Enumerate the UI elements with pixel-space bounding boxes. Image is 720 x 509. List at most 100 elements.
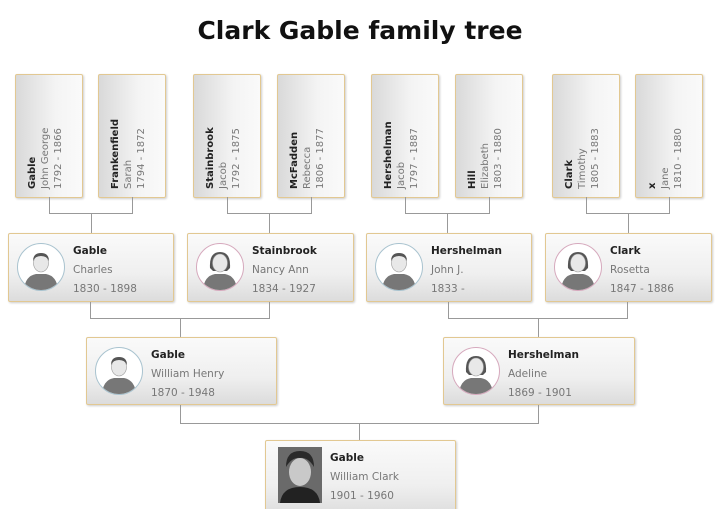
surname-label: Stainbrook [205, 127, 216, 189]
dates-label: 1806 - 1877 [315, 128, 326, 189]
surname-label: Clark [564, 159, 575, 189]
connector-line [91, 213, 92, 233]
connector-line [447, 213, 448, 233]
given-name-label: Rosetta [610, 264, 650, 276]
given-name-label: Rebecca [302, 146, 313, 189]
given-name-label: Elizabeth [480, 142, 491, 189]
surname-label: Clark [610, 245, 641, 257]
dates-label: 1803 - 1880 [493, 128, 504, 189]
given-name-label: William Henry [151, 368, 225, 380]
surname-label: Hershelman [431, 245, 503, 257]
surname-label: Stainbrook [252, 245, 317, 257]
surname-label: Gable [151, 349, 185, 361]
surname-label: Hill [467, 170, 478, 189]
surname-label: Gable [27, 156, 38, 189]
connector-line [628, 213, 629, 233]
connector-line [359, 423, 360, 440]
given-name-label: Adeline [508, 368, 548, 380]
dates-label: 1901 - 1960 [330, 490, 394, 502]
male-avatar-icon [95, 347, 143, 395]
given-name-label: Nancy Ann [252, 264, 309, 276]
connector-line [586, 197, 587, 213]
connector-line [405, 197, 406, 213]
connector-line [311, 197, 312, 213]
person-photo [278, 447, 322, 503]
connector-line [90, 302, 91, 318]
surname-label: Hershelman [383, 121, 394, 189]
given-name-label: John J. [431, 264, 464, 276]
connector-line [269, 302, 270, 318]
surname-label: Hershelman [508, 349, 580, 361]
connector-line [448, 302, 449, 318]
dates-label: 1797 - 1887 [409, 128, 420, 189]
connector-line [538, 405, 539, 423]
dates-label: 1794 - 1872 [136, 128, 147, 189]
given-name-label: Charles [73, 264, 113, 276]
surname-label: McFadden [289, 131, 300, 189]
given-name-label: Jacob [396, 161, 407, 189]
dates-label: 1810 - 1880 [673, 128, 684, 189]
female-avatar-icon [554, 243, 602, 291]
connector-line [269, 213, 270, 233]
connector-line [180, 405, 181, 423]
dates-label: 1830 - 1898 [73, 283, 137, 295]
surname-label: Frankenfield [110, 118, 121, 189]
connector-line [227, 197, 228, 213]
connector-line [49, 197, 50, 213]
given-name-label: Jacob [218, 161, 229, 189]
connector-line [669, 197, 670, 213]
given-name-label: William Clark [330, 471, 399, 483]
connector-line [132, 197, 133, 213]
connector-line [180, 318, 181, 337]
dates-label: 1834 - 1927 [252, 283, 316, 295]
female-avatar-icon [452, 347, 500, 395]
dates-label: 1792 - 1875 [231, 128, 242, 189]
given-name-label: John George [40, 127, 51, 189]
given-name-label: Sarah [123, 159, 134, 189]
given-name-label: Jane [660, 167, 671, 189]
surname-label: x [647, 182, 658, 189]
dates-label: 1833 - [431, 283, 465, 295]
connector-line [627, 302, 628, 318]
connector-line [538, 318, 539, 337]
connector-line [489, 197, 490, 213]
dates-label: 1805 - 1883 [590, 128, 601, 189]
surname-label: Gable [330, 452, 364, 464]
dates-label: 1847 - 1886 [610, 283, 674, 295]
surname-label: Gable [73, 245, 107, 257]
female-avatar-icon [196, 243, 244, 291]
given-name-label: Timothy [577, 148, 588, 189]
dates-label: 1870 - 1948 [151, 387, 215, 399]
dates-label: 1792 - 1866 [53, 128, 64, 189]
dates-label: 1869 - 1901 [508, 387, 572, 399]
